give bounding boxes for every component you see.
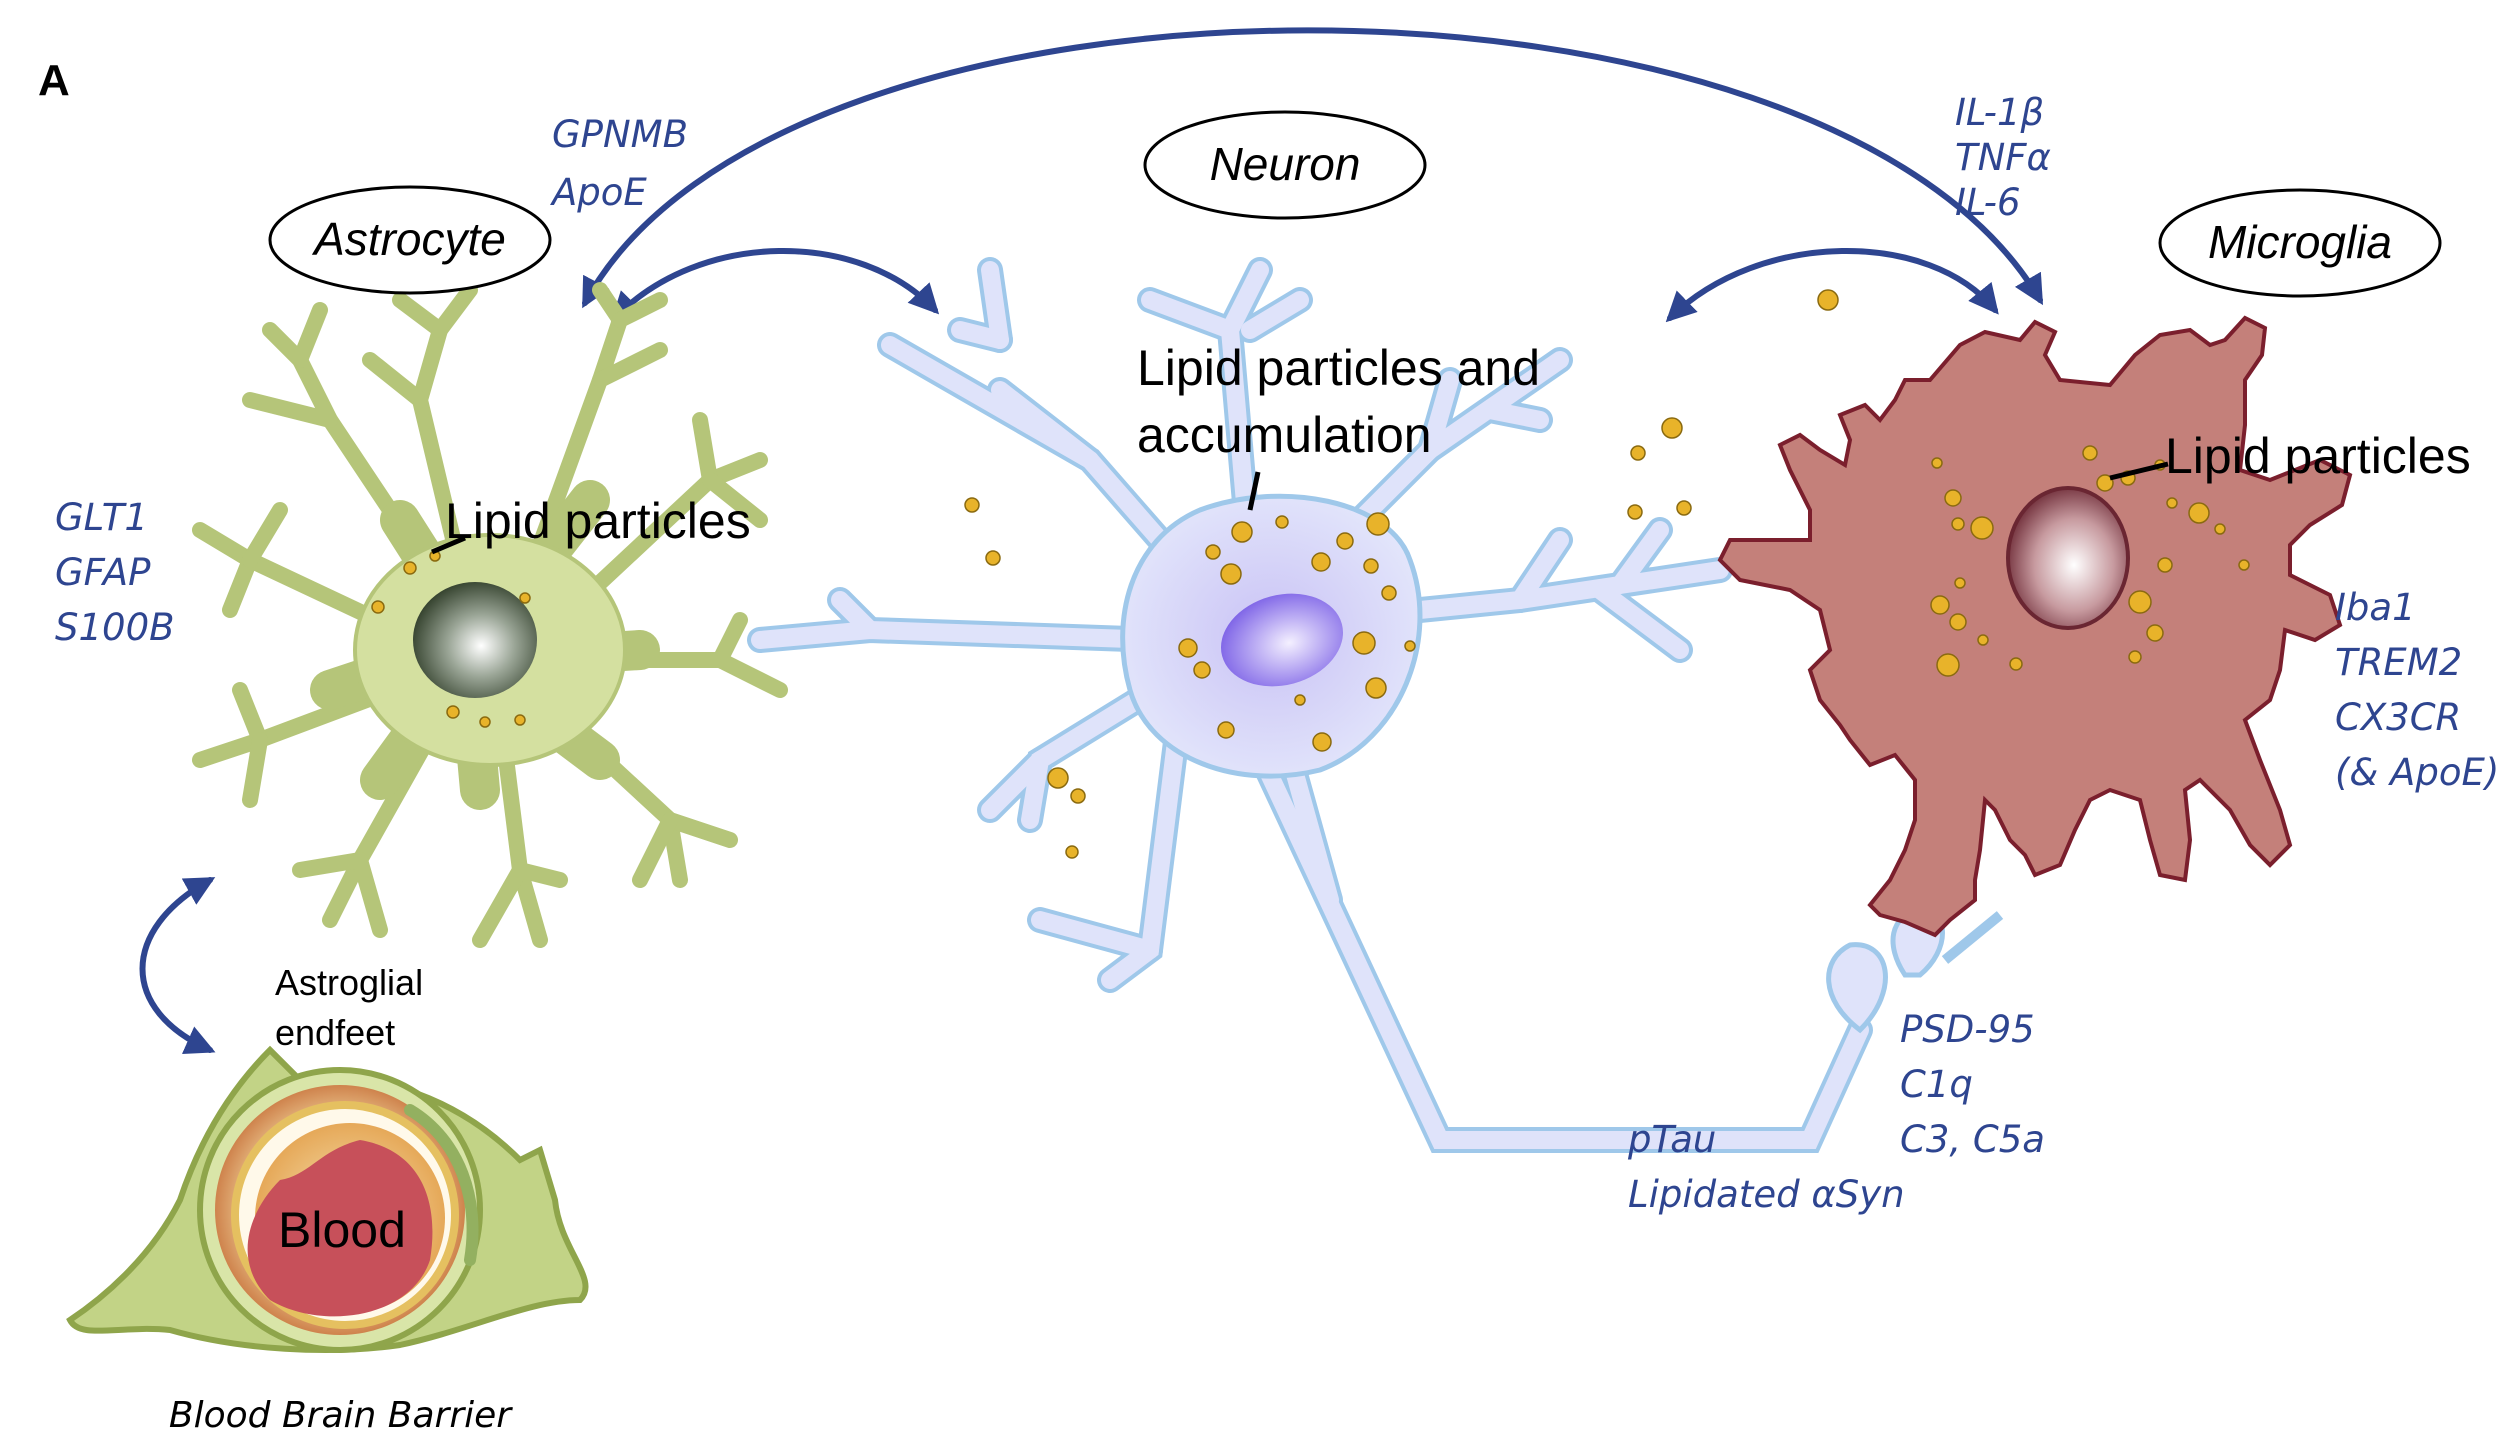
astrocyte-secreted: GPNMB ApoE xyxy=(550,113,700,214)
marker-gfap: GFAP xyxy=(55,551,151,594)
neuron-name: Neuron xyxy=(1210,138,1361,190)
cytokine-tnfa: TNFα xyxy=(1955,136,2051,179)
bbb-vessel xyxy=(66,1045,589,1353)
panel-label: A xyxy=(38,56,70,105)
arrow-neuron-microglia xyxy=(1665,248,1999,323)
astrocyte-oval xyxy=(268,185,552,295)
marker-lipidated-asyn: Lipidated αSyn xyxy=(1628,1173,1905,1216)
astrocyte-lipid-dots xyxy=(371,550,531,728)
astrocyte-nucleus xyxy=(413,582,537,698)
neuron-lipid-label: Lipid particles and accumulation xyxy=(1137,340,1554,463)
microglia-oval xyxy=(2158,188,2442,298)
bbb-caption: Blood Brain Barrier xyxy=(169,1395,513,1436)
marker-trem2: TREM2 xyxy=(2335,641,2462,684)
microglia-cytokines: IL-1β TNFα IL-6 xyxy=(1955,91,2063,224)
secreted-gpnmb: GPNMB xyxy=(552,113,688,156)
neuron-lipid-dots xyxy=(1178,512,1416,752)
neuron-synapse-markers: pTau Lipidated αSyn xyxy=(1627,1118,1905,1216)
microglia-name: Microglia xyxy=(2208,216,2392,268)
marker-glt1: GLT1 xyxy=(55,496,148,539)
astrocyte-lipid-label: Lipid particles xyxy=(445,493,751,549)
blood-label: Blood xyxy=(278,1202,406,1258)
marker-c3-c5a: C3, C5a xyxy=(1900,1118,2045,1161)
neuron-label: Neuron xyxy=(1143,110,1427,220)
microglia-cell xyxy=(1717,315,2353,938)
extracellular-lipid-dots xyxy=(964,289,1839,859)
synapse-markers: PSD-95 C1q C3, C5a xyxy=(1900,1008,2047,1161)
neuron-cell xyxy=(747,257,2004,1153)
arrow-astrocyte-bbb xyxy=(139,877,216,1054)
arrow-astrocyte-neuron xyxy=(610,248,940,323)
marker-psd95: PSD-95 xyxy=(1900,1008,2035,1051)
astrocyte-cell xyxy=(192,282,788,948)
microglia-lipid-label: Lipid particles xyxy=(2165,428,2471,484)
astrocyte-markers: GLT1 GFAP S100B xyxy=(55,496,175,649)
microglia-markers: Iba1 TREM2 CX3CR (& ApoE) xyxy=(2335,586,2499,794)
astrocyte-lipid-pointer xyxy=(431,535,466,555)
cytokine-il1b: IL-1β xyxy=(1955,91,2044,134)
marker-iba1: Iba1 xyxy=(2335,586,2416,629)
astrocyte-name: Astrocyte xyxy=(311,213,506,265)
astroglial-endfeet-label: Astroglial endfeet xyxy=(275,962,433,1053)
marker-cx3cr: CX3CR xyxy=(2335,696,2461,739)
cytokine-il6: IL-6 xyxy=(1955,181,2021,224)
secreted-apoe: ApoE xyxy=(550,171,647,214)
microglia-lipid-pointer xyxy=(2109,461,2169,481)
astrocyte-label: Astrocyte xyxy=(268,185,552,295)
neuron-lipid-pointer xyxy=(1247,471,1261,511)
marker-c1q: C1q xyxy=(1900,1063,1973,1106)
neuron-nucleus xyxy=(1220,593,1344,687)
microglia-label: Microglia xyxy=(2158,188,2442,298)
marker-ptau: pTau xyxy=(1627,1118,1716,1161)
arrow-astrocyte-microglia-arc xyxy=(582,27,2044,309)
microglia-nucleus xyxy=(2006,486,2130,630)
arrows xyxy=(139,27,2044,1054)
marker-apoe: (& ApoE) xyxy=(2335,751,2499,794)
marker-s100b: S100B xyxy=(55,606,175,649)
neuron-oval xyxy=(1143,110,1427,220)
